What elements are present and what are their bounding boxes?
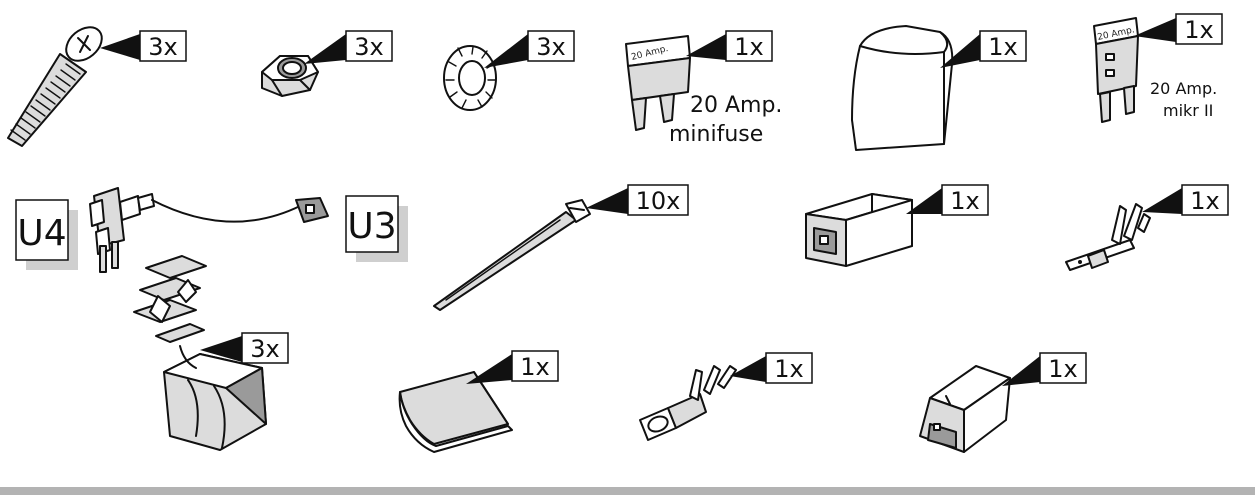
cable-clips-qty: 3x [250, 335, 279, 363]
connector-housing [805, 193, 913, 267]
minifuse-caption-line1: 20 Amp. [690, 93, 782, 118]
adhesive-pad [398, 371, 513, 453]
terminal-right [1065, 203, 1151, 271]
bottom-divider [0, 487, 1255, 495]
screw-qty: 3x [148, 33, 177, 61]
cover-cap-qty-callout: 1x [940, 30, 1027, 68]
terminal-female [639, 365, 737, 441]
micro2-fuse: 20 Amp. [1093, 17, 1139, 123]
minifuse: 20 Amp. [625, 35, 691, 131]
lock-washer-qty: 3x [536, 33, 565, 61]
micro2-fuse-qty: 1x [1184, 16, 1213, 44]
lock-washer-qty-callout: 3x [484, 30, 575, 68]
cable-tie-qty-callout: 10x [586, 184, 689, 216]
terminal-right-qty-callout: 1x [1142, 184, 1229, 216]
micro2-fuse-caption-line1: 20 Amp. [1150, 79, 1217, 98]
cover-cap-qty: 1x [988, 33, 1017, 61]
cover-cap [851, 25, 954, 151]
adhesive-pad-qty: 1x [520, 353, 549, 381]
cable-clips-qty-callout: 3x [200, 332, 289, 364]
harness-right-tag: U3 [347, 206, 396, 247]
connector-cap-qty: 1x [1048, 355, 1077, 383]
terminal-female-qty-callout: 1x [730, 352, 813, 384]
screw [7, 26, 103, 147]
lock-washer [443, 45, 497, 111]
micro2-fuse-caption-line2: mikr II [1163, 101, 1213, 120]
minifuse-caption-line2: minifuse [669, 122, 763, 147]
adhesive-pad-qty-callout: 1x [466, 350, 559, 384]
connector-cap-qty-callout: 1x [1002, 352, 1087, 386]
cable-tie-qty: 10x [636, 187, 681, 215]
nut-qty: 3x [354, 33, 383, 61]
nut [261, 55, 319, 97]
harness-left-tag: U4 [17, 213, 66, 254]
connector-cap [919, 365, 1011, 453]
harness-cable [89, 187, 329, 273]
terminal-female-qty: 1x [774, 355, 803, 383]
connector-housing-qty: 1x [950, 187, 979, 215]
cable-clips [133, 255, 267, 451]
terminal-right-qty: 1x [1190, 187, 1219, 215]
connector-housing-qty-callout: 1x [906, 184, 989, 216]
cable-tie [433, 199, 591, 311]
screw-qty-callout: 3x [100, 30, 187, 62]
minifuse-qty: 1x [734, 33, 763, 61]
nut-qty-callout: 3x [304, 30, 393, 64]
harness-u4-tag: U4 [15, 199, 78, 270]
minifuse-qty-callout: 1x [686, 30, 773, 62]
harness-u3-tag: U3 [345, 195, 408, 262]
micro2-fuse-qty-callout: 1x [1134, 13, 1223, 45]
